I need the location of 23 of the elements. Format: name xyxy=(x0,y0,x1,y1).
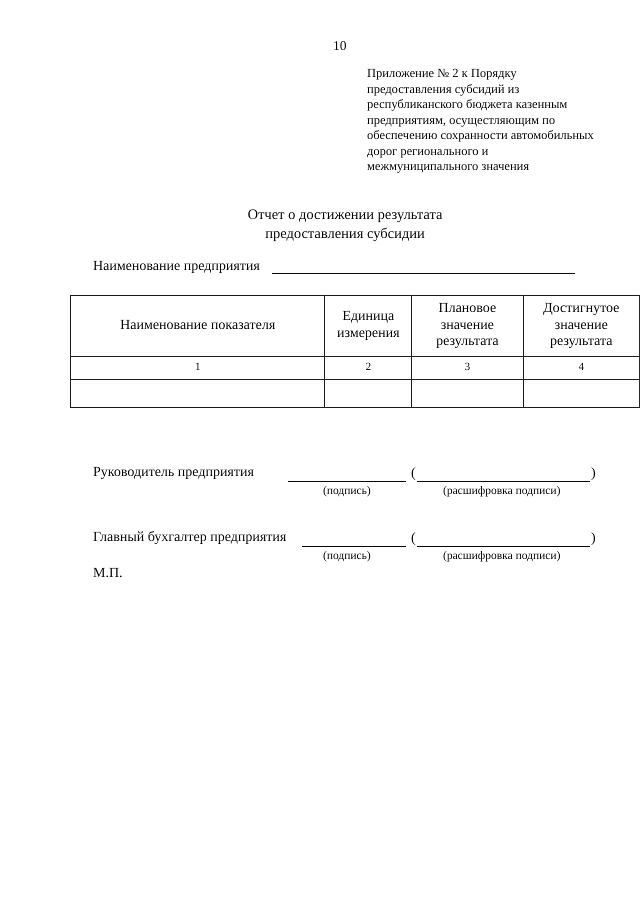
signatory-label: Главный бухгалтер предприятия xyxy=(93,530,286,547)
column-number-cell: 1 xyxy=(70,356,325,380)
seal-mark: М.П. xyxy=(93,566,123,583)
signature-caption: (подпись) xyxy=(323,550,371,564)
column-number-cell: 2 xyxy=(324,356,412,380)
appendix-note: Приложение № 2 к Порядку предоставления субсидий из республиканского бюджета казенным предприятиям, осущестляющим по обеспечению сохранности автомобильных дорог регионального и межмуниципального значения xyxy=(367,66,595,174)
column-number-cell: 4 xyxy=(523,356,640,380)
field-label: Наименование предприятия xyxy=(93,259,260,276)
signature-caption: (расшифровка подписи) xyxy=(443,550,560,564)
document-title: Отчет о достижении результата предоставления субсидии xyxy=(246,206,444,244)
column-number-cell: 3 xyxy=(412,356,523,380)
header-cell: Плановое значение результата xyxy=(412,296,523,356)
bracket: ) xyxy=(591,531,596,548)
header-cell: Единица измерения xyxy=(324,296,412,356)
header-cell: Наименование показателя xyxy=(70,296,325,356)
page-number: 10 xyxy=(333,38,346,54)
signatory-label: Руководитель предприятия xyxy=(93,465,254,482)
bracket: ( xyxy=(411,466,416,483)
bracket: ) xyxy=(591,466,596,483)
signature-caption: (подпись) xyxy=(323,485,371,499)
signature-caption: (расшифровка подписи) xyxy=(443,485,560,499)
bracket: ( xyxy=(411,531,416,548)
header-cell: Достигнутое значение результата xyxy=(523,296,640,356)
